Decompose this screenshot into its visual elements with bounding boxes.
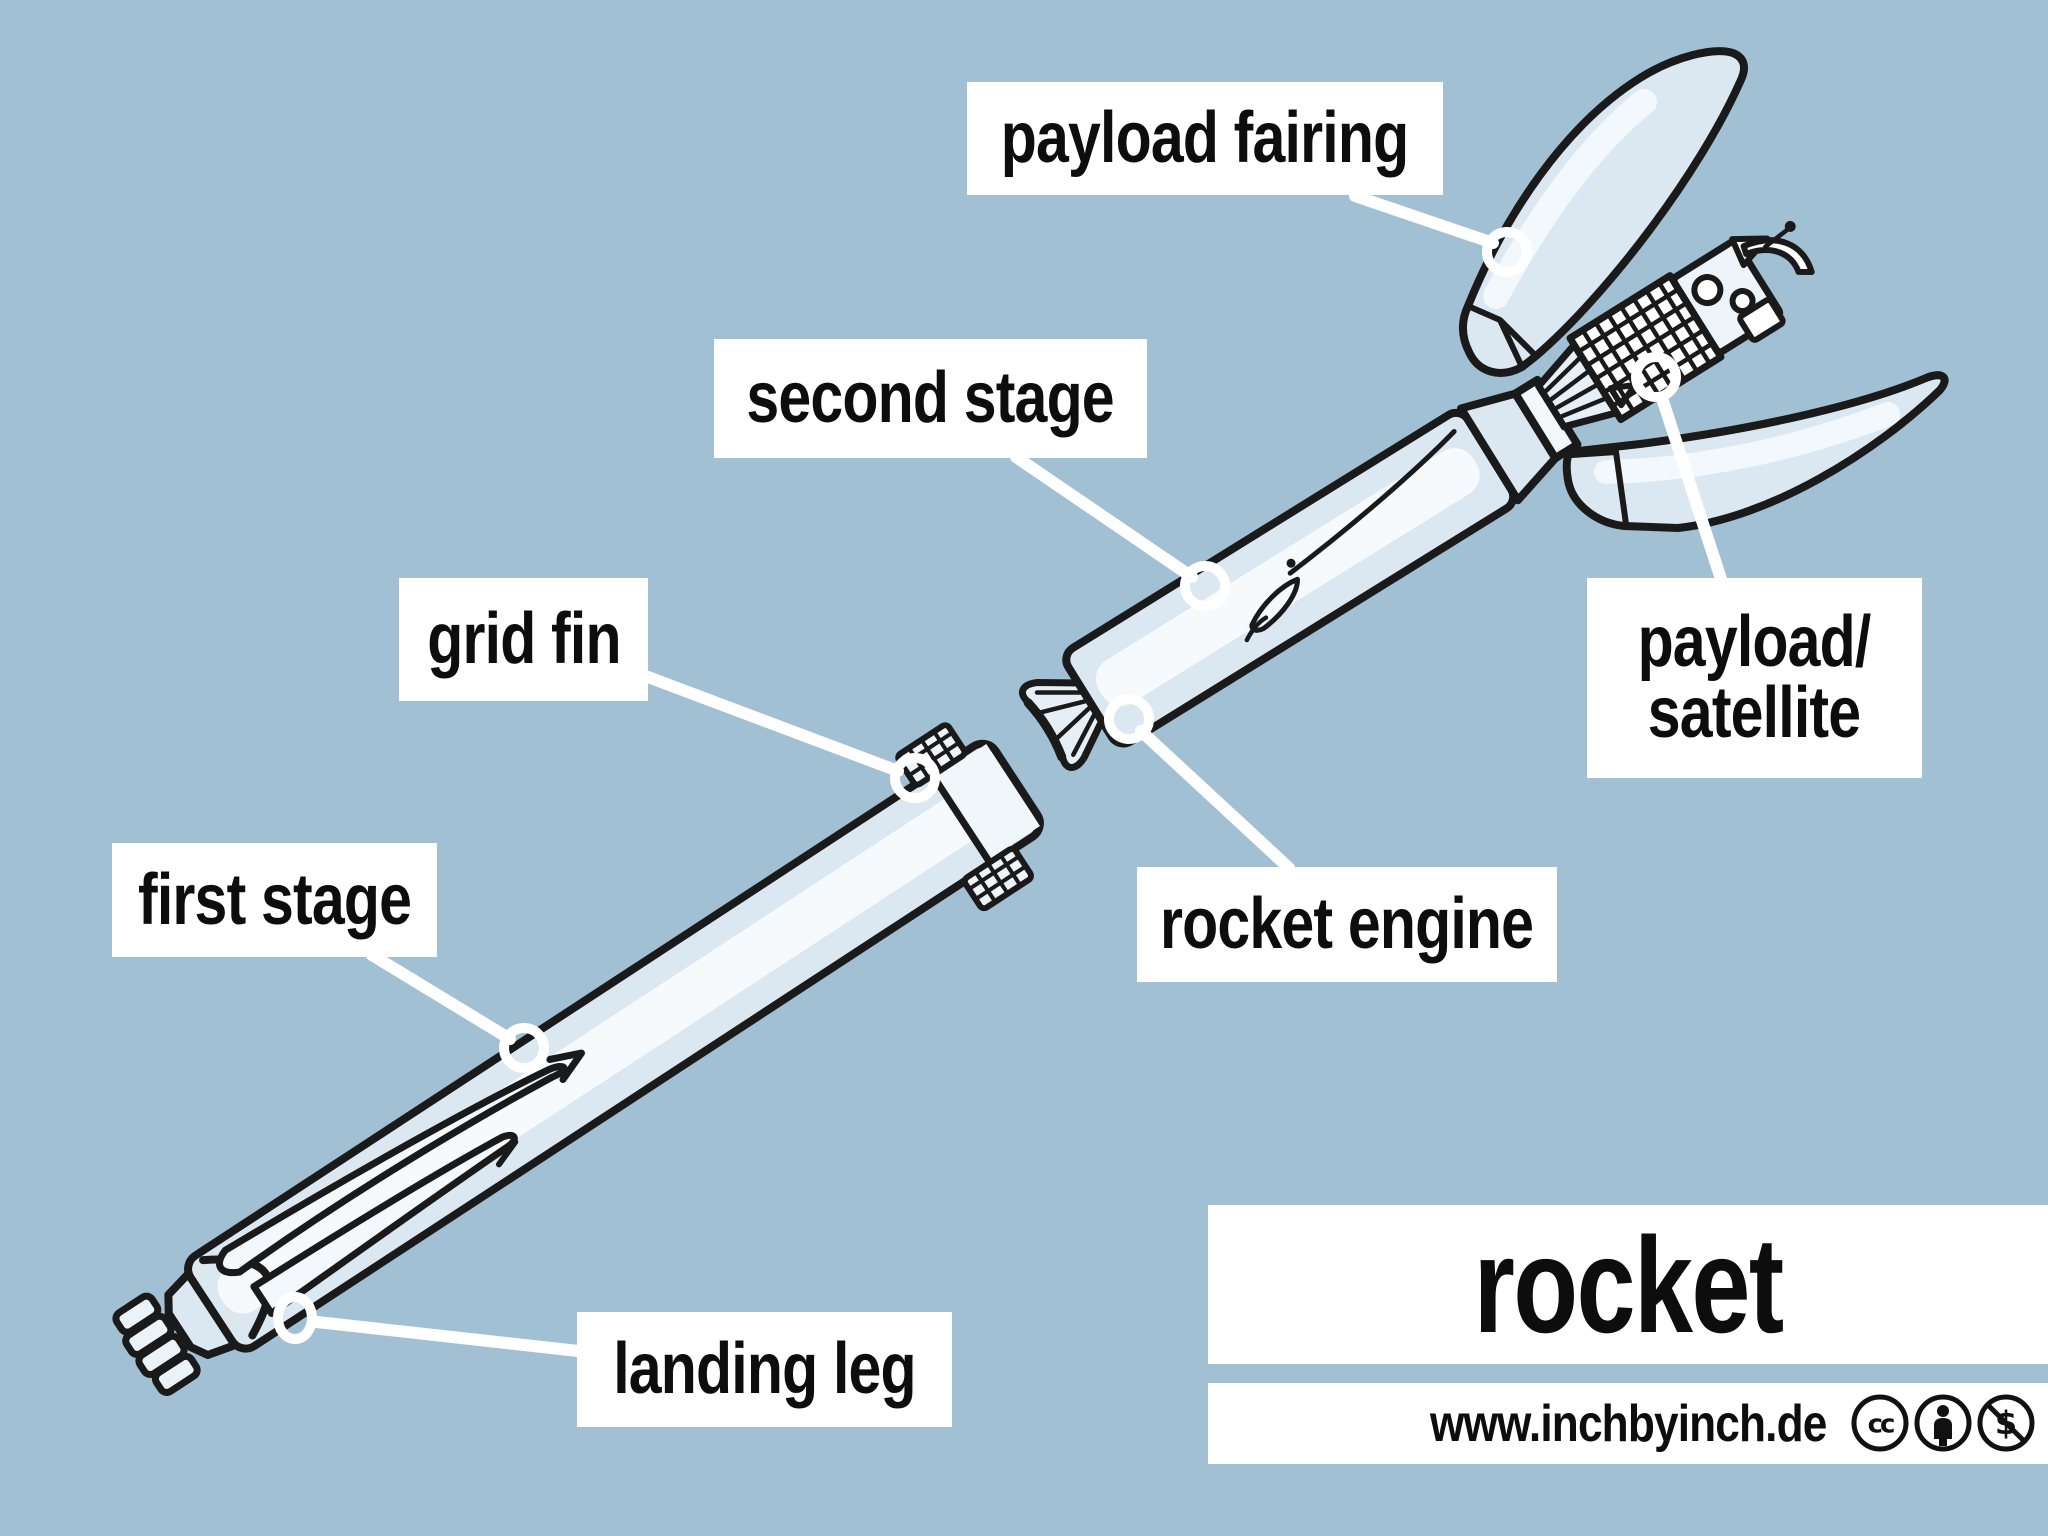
antenna-strut [1762, 226, 1792, 250]
label-landing-leg-text: landing leg [613, 1329, 916, 1410]
label-landing-leg: landing leg [577, 1312, 952, 1427]
label-payload-satellite-line2: satellite [1648, 673, 1861, 753]
label-payload-satellite-text: payload/ satellite [1638, 606, 1872, 749]
label-grid-fin-text: grid fin [426, 599, 621, 680]
leg-strut-small [495, 1138, 519, 1168]
logo-swoosh [1244, 615, 1269, 643]
grid-fin-lower-art [961, 846, 1034, 912]
landing-leg-blade-lower [250, 1131, 518, 1317]
license-icons[interactable]: cc $ [1848, 1389, 2038, 1457]
creative-commons-icon[interactable]: cc [1851, 1394, 1909, 1452]
non-commercial-icon[interactable]: $ [1977, 1394, 2035, 1452]
adapter-ribs [1543, 355, 1608, 419]
leader-rocket-engine [1135, 725, 1295, 874]
second-stage-seam [1287, 429, 1457, 576]
interstage-collar [934, 743, 1040, 860]
label-rocket-engine: rocket engine [1137, 867, 1557, 982]
label-second-stage: second stage [714, 339, 1147, 458]
attribution-icon[interactable] [1914, 1394, 1972, 1452]
landing-leg-blade-upper [216, 1063, 568, 1277]
svg-text:cc: cc [1868, 1410, 1894, 1440]
fairing-half-upper [1458, 47, 1749, 377]
marker-payload-satellite [1631, 352, 1681, 402]
title-bar: rocket [1208, 1205, 2048, 1364]
leader-landing-leg [311, 1316, 584, 1357]
page-title: rocket [1473, 1208, 1784, 1361]
triangle-marker [1607, 382, 1638, 409]
first-stage-art [112, 722, 1044, 1396]
marker-landing-leg [273, 1292, 317, 1344]
label-second-stage-text: second stage [746, 358, 1115, 439]
seam-dot [1286, 558, 1296, 568]
leader-first-stage [366, 949, 516, 1045]
fairing-lower-endcap-lines [1569, 449, 1629, 527]
label-first-stage: first stage [112, 843, 437, 957]
leader-payload-satellite [1656, 392, 1727, 585]
website-link[interactable]: www.inchbyinch.de [1429, 1394, 1827, 1453]
marker-grid-fin [890, 753, 940, 803]
fairing-lower-highlight [1594, 402, 1900, 484]
leader-second-stage [1010, 451, 1198, 583]
label-payload-satellite-line1: payload/ [1638, 602, 1872, 683]
engine-nozzle-cluster [112, 1292, 201, 1396]
satellite-art [1535, 220, 1815, 431]
label-first-stage-text: first stage [137, 859, 412, 940]
equipment-box [1737, 297, 1786, 343]
leader-payload-fairing [1349, 190, 1499, 249]
label-payload-fairing: payload fairing [967, 82, 1443, 195]
leader-lines [311, 190, 1727, 1357]
second-stage-highlight [1095, 448, 1480, 706]
second-stage-art [1018, 375, 1582, 771]
leg-strut-chevron [546, 1049, 585, 1084]
label-rocket-engine-text: rocket engine [1160, 884, 1534, 965]
label-payload-fairing-text: payload fairing [1001, 98, 1409, 179]
marker-first-stage [499, 1023, 549, 1073]
rocket-engine-nozzle [1018, 679, 1111, 771]
marker-second-stage [1180, 561, 1230, 611]
fairing-upper-endcap-lines [1465, 303, 1539, 370]
marker-rocket-engine [1104, 694, 1154, 744]
marker-payload-fairing [1482, 227, 1532, 277]
leader-grid-fin [642, 671, 904, 777]
antenna-tip-dot [1784, 220, 1796, 232]
first-stage-highlight [217, 777, 1010, 1314]
label-payload-satellite: payload/ satellite [1587, 578, 1922, 778]
leader-markers [273, 227, 1681, 1344]
label-grid-fin: grid fin [399, 578, 648, 701]
interstage-seam [929, 771, 994, 866]
porthole-large [1691, 274, 1724, 307]
